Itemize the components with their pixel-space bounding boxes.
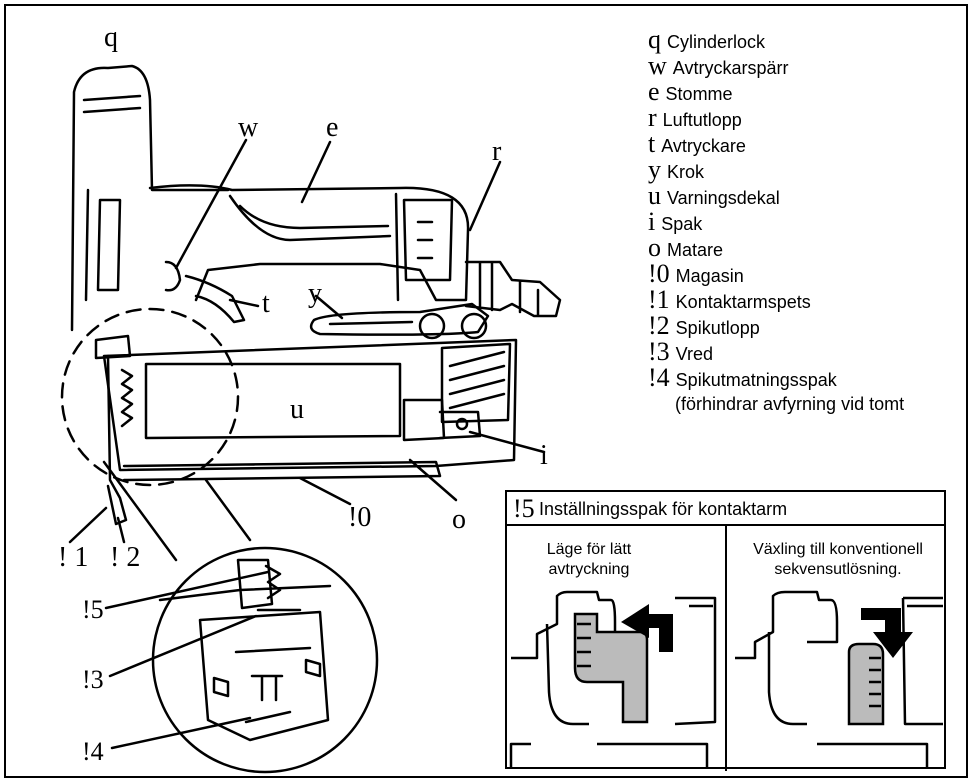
nose-spring — [120, 368, 134, 428]
right-housing-right — [817, 596, 943, 767]
callout-t: t — [262, 288, 270, 319]
left-housing — [509, 590, 617, 767]
callout-n11: ! 1 — [58, 542, 89, 573]
inset-symbol: !5 — [513, 494, 535, 523]
lever-positions-illustration — [509, 590, 943, 767]
trigger — [184, 274, 246, 324]
left-arrow-icon — [621, 604, 673, 652]
figure-frame — [4, 4, 968, 778]
air-fitting — [464, 260, 562, 318]
leader-e — [300, 140, 332, 204]
callout-r: r — [492, 136, 502, 167]
callout-o: o — [452, 504, 466, 535]
callout-n12: ! 2 — [110, 542, 141, 573]
inset-header: !5 Inställningsspak för kontaktarm — [507, 492, 944, 526]
callout-y: y — [308, 278, 322, 309]
leader-n13 — [108, 614, 258, 678]
frame-body — [148, 184, 470, 302]
air-outlet — [394, 192, 454, 302]
frame-detail — [228, 194, 392, 242]
left-lever-ridges — [577, 622, 591, 668]
callout-e: e — [326, 112, 339, 143]
leader-n12 — [116, 516, 126, 544]
leader-w — [174, 138, 248, 270]
right-arrow-icon — [861, 608, 913, 658]
leader-n14 — [110, 716, 252, 750]
zoom-internals — [158, 558, 332, 742]
leader-n10 — [298, 476, 352, 506]
callout-u: u — [290, 394, 304, 425]
left-housing-right — [597, 596, 717, 767]
callout-i: i — [540, 440, 548, 471]
inset-title: Inställningsspak för kontaktarm — [539, 499, 788, 519]
contact-arm-lever-inset: !5 Inställningsspak för kontaktarm Läge … — [505, 490, 946, 771]
cylinder-cap — [70, 64, 230, 332]
leader-t — [228, 298, 260, 308]
magazine-hatch — [440, 342, 512, 424]
detail-circle — [60, 307, 240, 487]
left-frame — [545, 623, 589, 726]
inset-divider — [725, 526, 727, 771]
legend-continuation: (förhindrar avfyrning vid tomt — [675, 394, 905, 414]
right-housing — [735, 590, 839, 660]
left-caption: Läge för lätt avtryckning — [546, 541, 632, 578]
leader-o — [408, 458, 458, 502]
right-lever-ridges — [869, 656, 881, 708]
hook-bolt-2 — [460, 312, 488, 340]
hook — [309, 302, 490, 336]
lever — [402, 398, 482, 442]
callout-w: w — [238, 112, 259, 143]
callout-q: q — [104, 22, 118, 53]
leader-r — [468, 160, 502, 232]
callout-n13: !3 — [82, 665, 104, 694]
leader-n11 — [68, 506, 108, 544]
leader-i — [468, 430, 546, 454]
nose — [94, 334, 132, 526]
leader-y — [314, 294, 344, 320]
right-lever — [847, 642, 885, 726]
zoom-lines — [102, 460, 252, 562]
zoom-circle — [151, 546, 379, 774]
hook-bolt-1 — [418, 312, 446, 340]
callout-n15: !5 — [82, 595, 104, 624]
magazine — [102, 338, 518, 482]
leader-n15 — [104, 570, 270, 610]
right-caption: Växling till konventionell sekvensutlösn… — [753, 541, 923, 578]
cylinder-grip — [82, 94, 142, 302]
callout-n14: !4 — [82, 737, 104, 766]
lever-pin — [455, 417, 469, 431]
callout-n10: !0 — [348, 502, 372, 533]
trigger-lock — [164, 260, 182, 292]
right-frame — [767, 632, 807, 726]
